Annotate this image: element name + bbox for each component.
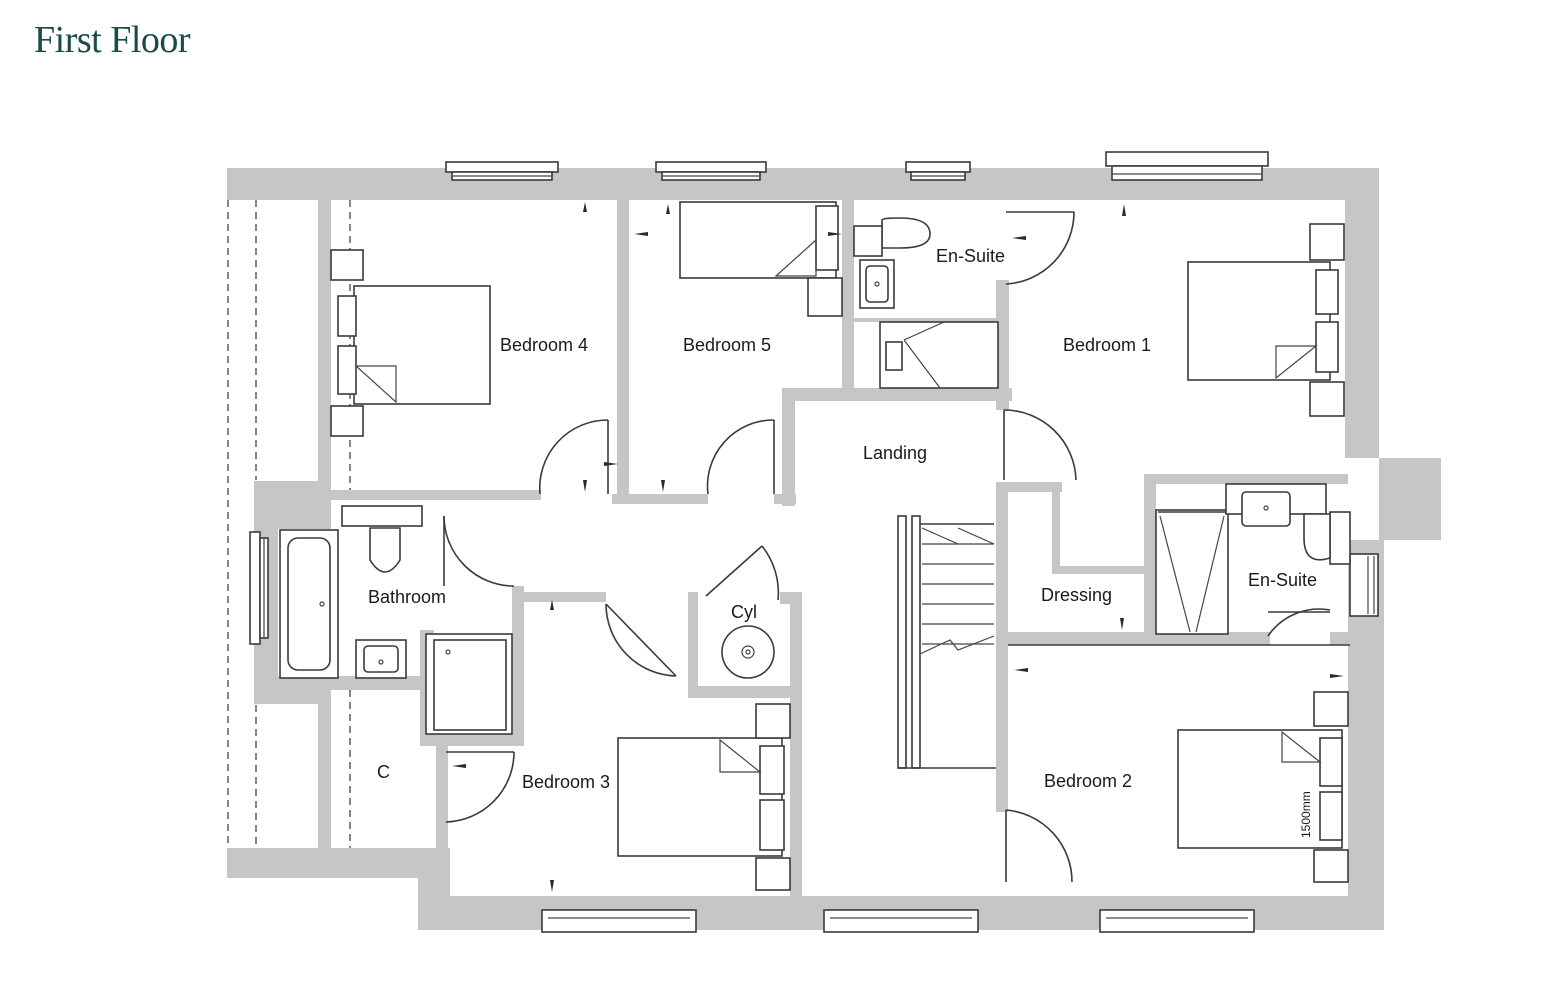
label-landing: Landing <box>863 443 927 463</box>
door-bedroom4 <box>538 419 609 495</box>
bed-bedroom2 <box>1177 691 1349 883</box>
staircase <box>897 515 996 769</box>
door-ensuite1 <box>1005 211 1075 285</box>
roof-line-dashes <box>227 200 351 848</box>
window-bedroom3 <box>541 909 697 933</box>
window-ensuite1 <box>905 161 971 181</box>
door-ensuite2 <box>1267 608 1331 637</box>
ensuite1-shower <box>879 321 999 389</box>
ensuite2-shower <box>1155 509 1229 635</box>
door-cupboard <box>445 751 515 823</box>
label-bedroom-3: Bedroom 3 <box>522 772 610 792</box>
window-bedroom1 <box>1105 151 1269 181</box>
door-cyl <box>705 545 780 601</box>
switch-markers <box>452 202 1344 892</box>
bed-bedroom1 <box>1187 223 1345 417</box>
internal-walls <box>331 200 1350 898</box>
label-headroom-1500mm: 1500mm <box>1299 791 1313 838</box>
room-labels: Bedroom 4 Bedroom 5 En-Suite Bedroom 1 L… <box>368 246 1317 838</box>
bed-bedroom3 <box>617 703 791 891</box>
window-ensuite2 <box>1349 553 1379 617</box>
doors <box>443 211 1331 883</box>
door-bedroom3 <box>605 603 677 677</box>
cylinder <box>721 625 775 679</box>
door-bathroom <box>443 515 515 587</box>
beds <box>330 201 1349 891</box>
label-bedroom-4: Bedroom 4 <box>500 335 588 355</box>
bathroom-toilet <box>341 505 423 573</box>
window-bedroom2 <box>1099 909 1255 933</box>
bed-bedroom5 <box>679 201 843 317</box>
ensuite2-toilet <box>1303 511 1351 565</box>
label-bedroom-5: Bedroom 5 <box>683 335 771 355</box>
label-en-suite-1: En-Suite <box>936 246 1005 266</box>
label-bedroom-2: Bedroom 2 <box>1044 771 1132 791</box>
ensuite1-basin <box>859 259 895 309</box>
label-dressing: Dressing <box>1041 585 1112 605</box>
window-bathroom <box>249 531 269 645</box>
windows <box>249 151 1379 933</box>
window-landing <box>823 909 979 933</box>
bath <box>279 529 339 679</box>
ensuite2-basin <box>1225 483 1327 527</box>
bed-bedroom4 <box>330 249 491 437</box>
door-bedroom2 <box>1005 809 1073 883</box>
label-bathroom: Bathroom <box>368 587 446 607</box>
page-title: First Floor <box>34 19 191 61</box>
door-bedroom1 <box>1003 409 1077 481</box>
ensuite1-toilet <box>853 217 931 257</box>
window-bedroom5 <box>655 161 767 181</box>
label-bedroom-1: Bedroom 1 <box>1063 335 1151 355</box>
label-cyl: Cyl <box>731 602 757 622</box>
label-cupboard: C <box>377 762 390 782</box>
bathroom-basin <box>355 639 407 679</box>
bathroom-shower <box>425 633 513 735</box>
sanitaryware <box>279 217 1351 735</box>
door-bedroom5 <box>706 419 775 495</box>
window-bedroom4 <box>445 161 559 181</box>
label-en-suite-2: En-Suite <box>1248 570 1317 590</box>
